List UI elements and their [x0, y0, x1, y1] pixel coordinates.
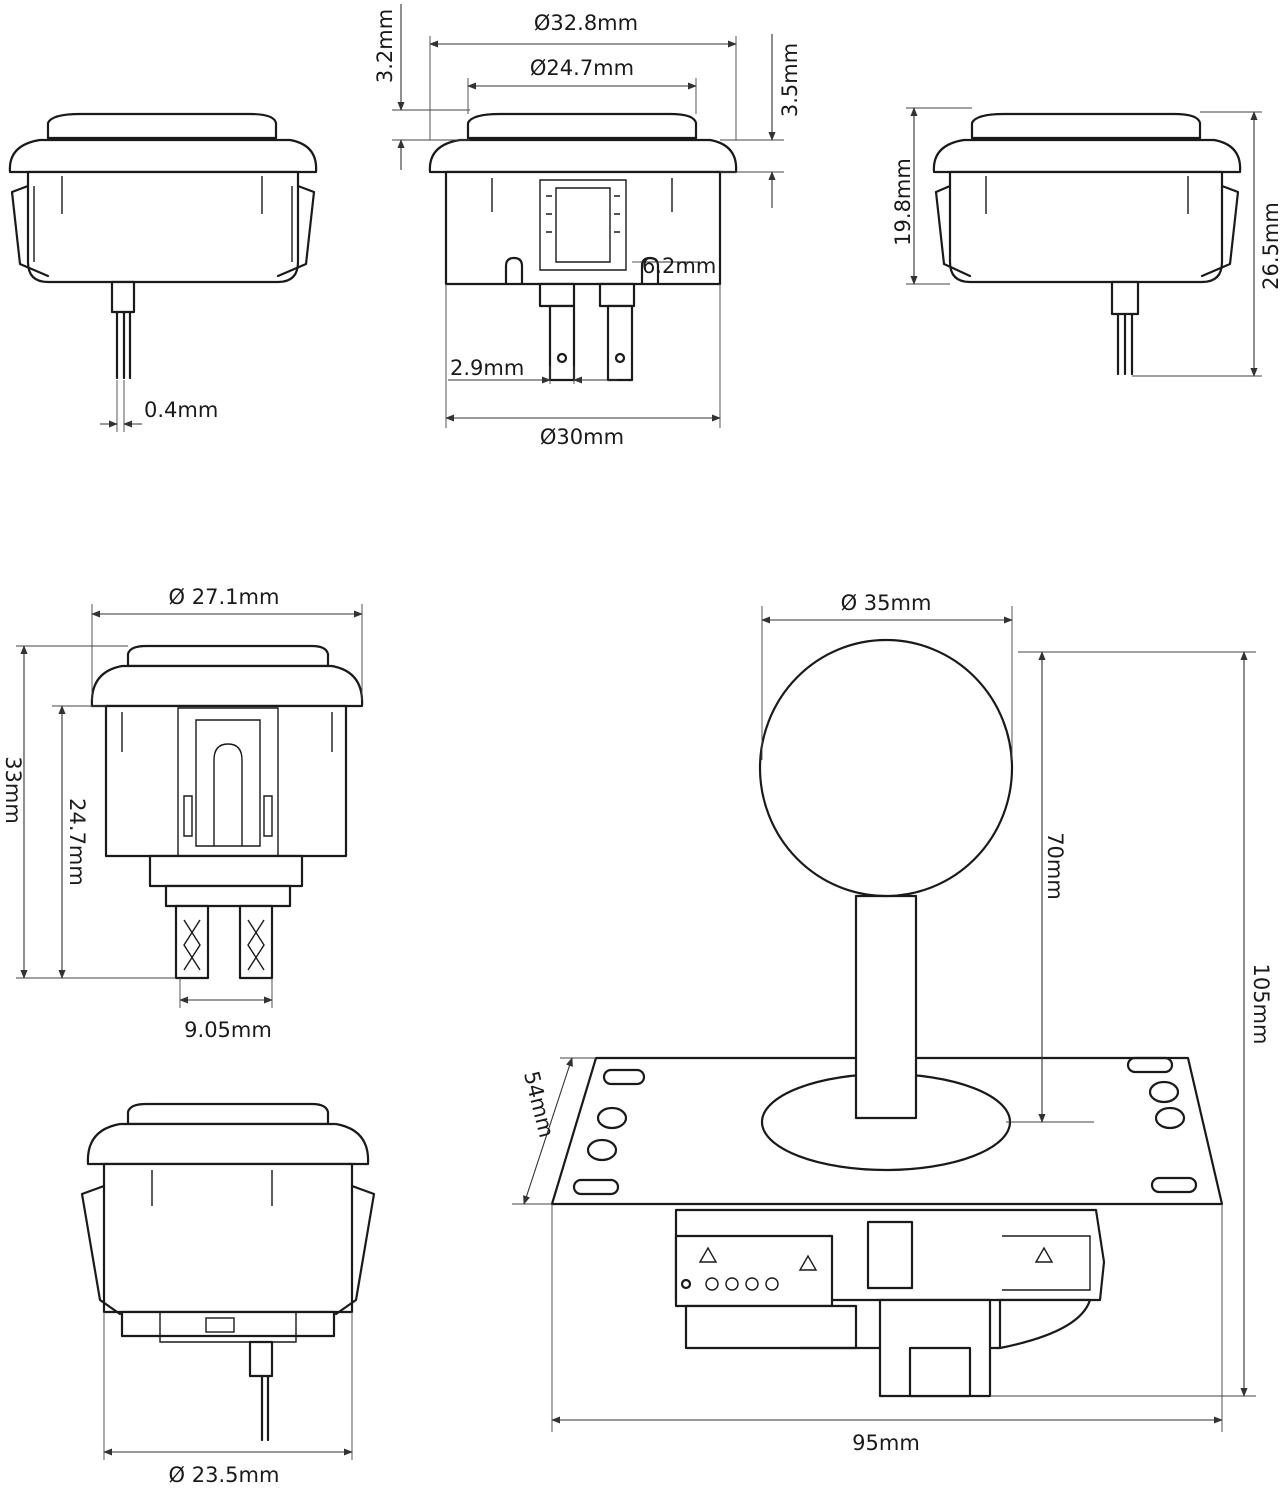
label-small-total-height: 33mm — [1, 756, 25, 824]
label-small-terminal-spacing: 9.05mm — [184, 1018, 272, 1042]
label-terminal-width: 2.9mm — [450, 356, 524, 380]
label-total-height: 26.5mm — [1259, 202, 1283, 290]
label-top-bezel-height: 3.2mm — [373, 9, 397, 83]
small-button-side-view — [80, 1102, 376, 1442]
label-small-body-height: 24.7mm — [65, 798, 89, 886]
button-side-view-left — [8, 112, 318, 380]
label-bezel-diameter: Ø32.8mm — [534, 11, 638, 35]
label-plunger-height: 3.5mm — [778, 43, 802, 117]
label-joystick-total-height: 105mm — [1249, 964, 1273, 1045]
label-body-diameter: Ø30mm — [540, 425, 624, 449]
label-side-pin-width: 0.4mm — [144, 398, 218, 422]
label-body-height: 19.8mm — [891, 158, 915, 246]
dimension-labels: Ø32.8mm Ø24.7mm 3.2mm 3.5mm 6.2mm 2.9mm … — [1, 9, 1283, 1487]
button-front-view-center — [428, 112, 738, 382]
joystick-drawing — [550, 638, 1224, 1398]
label-small-bezel-diameter: Ø 27.1mm — [169, 585, 280, 609]
label-plunger-diameter: Ø24.7mm — [530, 56, 634, 80]
label-small-body-diameter: Ø 23.5mm — [169, 1463, 280, 1487]
small-button-front-view — [90, 644, 364, 980]
button-side-view-right — [932, 112, 1242, 376]
label-shaft-height: 70mm — [1043, 832, 1067, 900]
dimension-lines — [16, 4, 1262, 1460]
label-plate-depth: 54mm — [519, 1069, 559, 1140]
label-plate-width: 95mm — [852, 1431, 920, 1455]
label-ball-diameter: Ø 35mm — [841, 591, 932, 615]
label-terminal-length: 6.2mm — [642, 254, 716, 278]
